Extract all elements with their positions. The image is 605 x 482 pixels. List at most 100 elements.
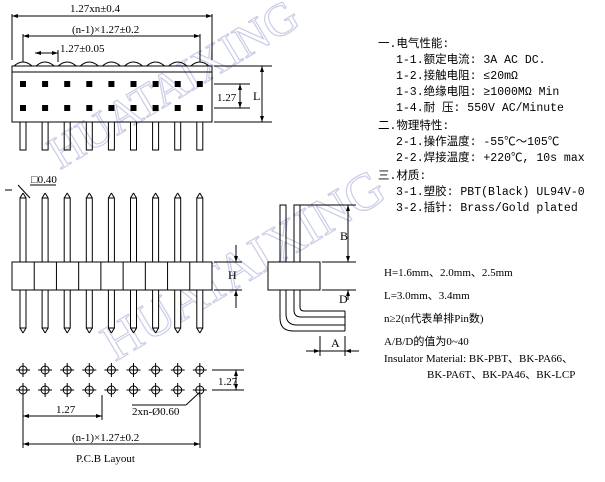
front-view-pin-tip xyxy=(110,327,115,334)
notes: H=1.6mm、2.0mm、2.5mm L=3.0mm、3.4mm n≥2(n代… xyxy=(384,267,575,381)
top-view-bump xyxy=(57,61,77,67)
top-view-bump xyxy=(124,61,143,67)
front-view-pin-tip xyxy=(63,327,68,334)
side-view-pin-bend-outer xyxy=(279,290,345,332)
dim-pin-square: □0.40 xyxy=(31,174,57,186)
top-view-bump xyxy=(35,61,55,67)
top-view-bump xyxy=(168,61,188,67)
top-view-pin-contact xyxy=(42,81,49,87)
top-view-pin-contact xyxy=(86,105,93,111)
front-view xyxy=(5,184,242,334)
front-view-separators xyxy=(33,262,191,290)
front-view-pin-tip xyxy=(107,192,112,199)
front-view-pin-tip xyxy=(199,192,204,199)
dim-pin-pitch: 1.27±0.05 xyxy=(60,43,105,55)
front-view-pin-tip xyxy=(152,192,157,199)
top-view-bump xyxy=(13,61,33,67)
front-view-pin-tip xyxy=(22,327,27,334)
side-view-housing xyxy=(267,261,321,291)
pcb-layout xyxy=(16,363,244,448)
note-n: n≥2(n代表单排Pin数) xyxy=(384,311,484,325)
top-view-pin-contact xyxy=(20,81,26,87)
dim-total-length: 1.27xn±0.4 xyxy=(70,3,121,15)
front-view-pin-tip xyxy=(130,192,134,199)
front-view-pin-tip xyxy=(196,327,201,334)
side-view xyxy=(267,204,359,356)
top-view-pin-contact xyxy=(20,105,26,111)
spec-soldering-temp: 2-2.焊接温度: +220℃, 10s max xyxy=(396,150,585,165)
front-view-pin-tip xyxy=(41,192,46,199)
front-view-pin-tip xyxy=(110,192,115,199)
top-view-pin-contact xyxy=(64,81,71,87)
front-view-pin-tip xyxy=(85,327,90,334)
pcb-layout-caption: P.C.B Layout xyxy=(76,453,135,465)
front-view-pin-tip xyxy=(133,327,137,334)
dim-a: A xyxy=(331,336,340,350)
front-view-pin-tip xyxy=(63,192,68,199)
front-view-pin-tip xyxy=(19,327,24,334)
front-view-pin-tip xyxy=(66,192,71,199)
top-view-pin-contact xyxy=(130,81,137,87)
top-view-bump xyxy=(102,61,121,67)
top-view-pin-tail xyxy=(152,121,160,151)
front-view-pin-tip xyxy=(19,192,24,199)
spec-plastic: 3-1.塑胶: PBT(Black) UL94V-0 xyxy=(396,184,585,199)
top-view-pin-contact xyxy=(152,81,159,87)
front-view-pin-tip xyxy=(133,192,137,199)
spec-pin-material: 3-2.插针: Brass/Gold plated xyxy=(396,200,578,215)
front-view-pin-tip xyxy=(152,327,157,334)
top-view-pin-tail xyxy=(19,121,27,151)
front-view-pin-tip xyxy=(107,327,112,334)
top-view-pin-contact xyxy=(64,105,71,111)
top-view xyxy=(11,14,272,151)
top-view-pin-contact xyxy=(174,81,181,87)
top-view-pin-contact xyxy=(86,81,93,87)
top-view-pin-contacts xyxy=(20,81,203,111)
top-view-pin-contact xyxy=(130,105,137,111)
front-view-pin-tip xyxy=(88,192,93,199)
top-view-bump xyxy=(146,61,165,67)
pcb-dim-hole: 2xn-Ø0.60 xyxy=(132,406,180,418)
front-view-pin-tip xyxy=(44,192,49,199)
dim-pin-span: (n-1)×1.27±0.2 xyxy=(72,24,139,36)
spec-insulation-resistance: 1-3.绝缘电阻: ≥1000MΩ Min xyxy=(396,84,559,99)
front-view-pin-tip xyxy=(174,327,179,334)
spec-physical-heading: 二.物理特性: xyxy=(378,118,449,133)
note-h-values: H=1.6mm、2.0mm、2.5mm xyxy=(384,267,513,279)
top-view-pin-tail xyxy=(196,121,204,151)
front-view-pin-tip xyxy=(66,327,71,334)
top-view-bump xyxy=(79,61,99,67)
front-view-pin-tip xyxy=(174,192,179,199)
pcb-dim-pitch: 1.27 xyxy=(56,404,76,416)
front-view-pin-tip xyxy=(22,192,27,199)
top-view-pin-tail xyxy=(174,121,182,151)
top-view-pin-contact xyxy=(108,81,115,87)
spec-rated-current: 1-1.额定电流: 3A AC DC. xyxy=(396,52,546,67)
note-insulator-1: Insulator Material: BK-PBT、BK-PA66、 xyxy=(384,353,573,365)
front-view-pin-tip xyxy=(88,327,93,334)
spec-operating-temp: 2-1.操作温度: -55℃～105℃ xyxy=(396,134,560,149)
pcb-dim-span: (n-1)×1.27±0.2 xyxy=(72,432,139,444)
note-abd: A/B/D的值为0~40 xyxy=(384,334,469,348)
side-view-pin-bend-inner xyxy=(285,290,345,326)
front-view-pin-tip xyxy=(85,192,90,199)
top-view-pin-contact xyxy=(174,105,181,111)
front-view-pin-tip xyxy=(196,192,201,199)
dim-housing-length: L xyxy=(253,89,260,103)
top-view-pin-contact xyxy=(196,81,203,87)
top-view-pin-contact xyxy=(152,105,159,111)
spec-contact-resistance: 1-2.接触电阻: ≤20mΩ xyxy=(396,68,518,83)
front-view-housing xyxy=(11,261,213,291)
top-view-pin-contact xyxy=(196,105,203,111)
front-view-pin-tip xyxy=(199,327,204,334)
top-view-pin-contact xyxy=(42,105,49,111)
dim-housing-height: H xyxy=(228,268,237,282)
dim-b: B xyxy=(340,229,348,243)
front-view-pin-tip xyxy=(41,327,46,334)
pcb-dim-row-pitch: 1.27 xyxy=(218,376,238,388)
spec-electrical-heading: 一.电气性能: xyxy=(378,36,449,51)
dim-d: D xyxy=(339,292,348,306)
front-view-pin-tip xyxy=(155,192,160,199)
top-view-pin-contact xyxy=(108,105,115,111)
